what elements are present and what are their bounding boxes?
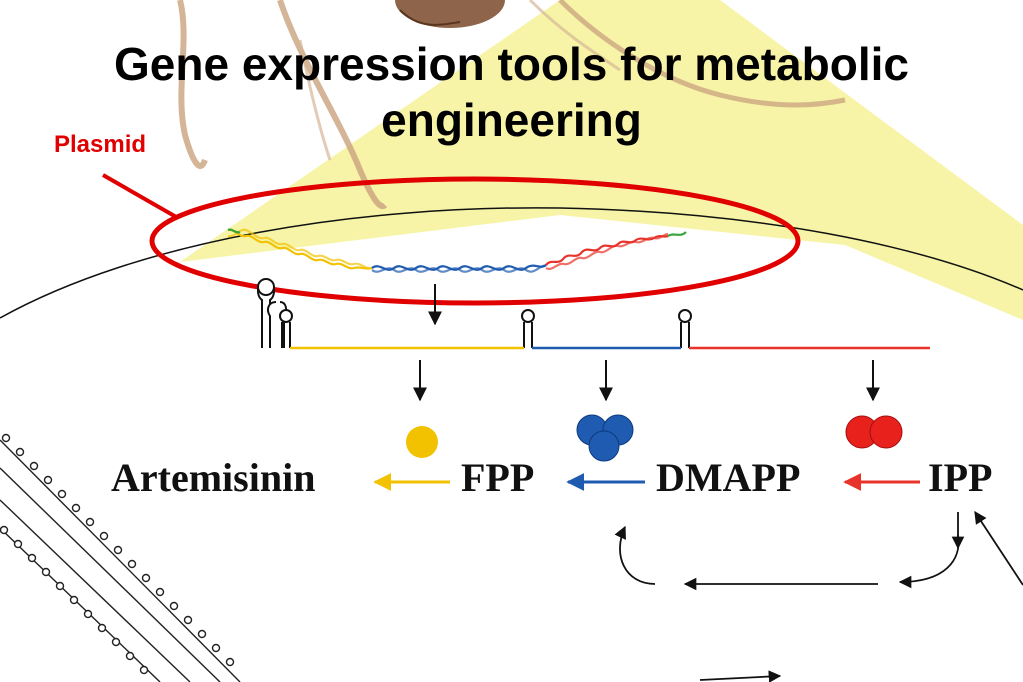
- enzyme-red-dimer: [845, 415, 903, 449]
- plasmid-dna: [227, 228, 687, 273]
- pathway-label-fpp: FPP: [461, 455, 535, 500]
- mrna-hairpins: [256, 278, 692, 348]
- cell-organism-illustration: [177, 0, 846, 210]
- pathway-label-artemisinin: Artemisinin: [111, 455, 316, 500]
- slide-title: Gene expression tools for metabolic engi…: [114, 38, 909, 146]
- lipid-bilayer-membrane: [0, 433, 241, 682]
- pathway-label-ipp: IPP: [928, 455, 993, 500]
- pathway-label-dmapp: DMAPP: [656, 455, 801, 500]
- upstream-pathway-arrows: [614, 510, 1023, 682]
- cell-membrane-arc: [0, 207, 1023, 319]
- plasmid-label: Plasmid: [54, 131, 147, 158]
- plasmid-highlight-ellipse: [149, 176, 801, 306]
- enzyme-blue-trimer: [576, 414, 634, 462]
- plasmid-pointer-line: [102, 173, 179, 220]
- magnification-beam: [180, 0, 1023, 320]
- enzyme-yellow-monomer: [406, 426, 438, 458]
